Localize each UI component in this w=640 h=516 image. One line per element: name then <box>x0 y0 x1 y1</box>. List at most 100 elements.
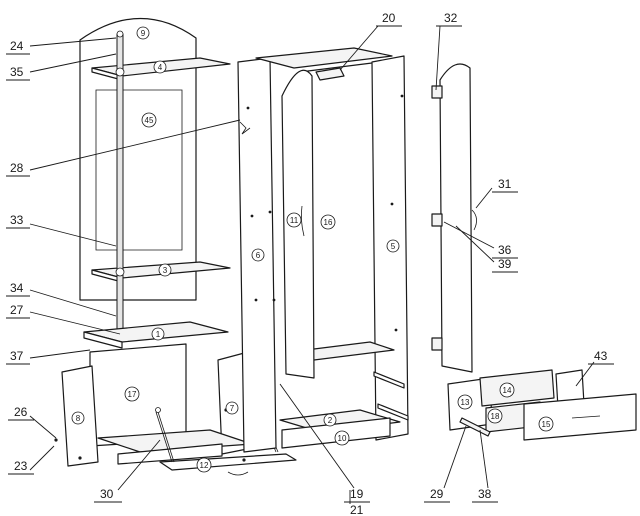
base-plinth <box>159 453 297 471</box>
part-label-12: 12 <box>196 457 212 473</box>
drawer-runner-bottom <box>377 403 409 421</box>
callout-34: 34 <box>6 281 30 297</box>
svg-text:8: 8 <box>76 414 81 423</box>
part-label-11: 11 <box>286 212 302 228</box>
pin-ws-5 <box>272 298 276 302</box>
svg-text:1: 1 <box>156 330 161 339</box>
wardrobe-rail <box>315 67 345 81</box>
callout-37: 37 <box>6 349 30 365</box>
svg-text:37: 37 <box>10 349 24 363</box>
svg-text:33: 33 <box>10 213 24 227</box>
svg-text:18: 18 <box>491 412 500 421</box>
svg-text:2: 2 <box>328 416 333 425</box>
callout-27: 27 <box>6 303 30 319</box>
drawer-back <box>479 369 555 407</box>
right-door-handle <box>471 209 477 231</box>
callout-31: 31 <box>492 177 518 193</box>
svg-text:29: 29 <box>430 487 444 501</box>
leader-38 <box>479 429 489 489</box>
callout-28: 28 <box>6 161 30 177</box>
svg-text:15: 15 <box>542 420 551 429</box>
svg-text:11: 11 <box>290 216 299 225</box>
leader-31 <box>475 187 493 209</box>
svg-text:34: 34 <box>10 281 24 295</box>
svg-text:19: 19 <box>350 487 364 501</box>
callout-23: 23 <box>8 459 34 475</box>
part-label-3: 3 <box>158 263 172 277</box>
svg-text:31: 31 <box>498 177 512 191</box>
bracket-hardware <box>239 121 251 135</box>
pin-ws-7 <box>394 328 398 332</box>
rod-top-cap <box>116 30 124 38</box>
svg-text:13: 13 <box>461 398 470 407</box>
hinge-top <box>431 85 443 99</box>
mirror-outline <box>95 89 183 251</box>
drawer-runner-top <box>373 371 405 389</box>
svg-text:16: 16 <box>324 218 333 227</box>
part-label-2: 2 <box>323 413 337 427</box>
part-label-6: 6 <box>251 248 265 262</box>
part-label-9: 9 <box>136 26 150 40</box>
svg-text:36: 36 <box>498 243 512 257</box>
leader-43 <box>575 361 595 387</box>
part-label-14: 14 <box>499 382 515 398</box>
svg-text:30: 30 <box>100 487 114 501</box>
right-door <box>439 63 473 373</box>
pin-ws-1 <box>246 106 250 110</box>
part-label-45: 45 <box>141 112 157 128</box>
base-strut-left <box>155 411 173 463</box>
back-panel-arched <box>79 17 197 301</box>
callout-35: 35 <box>6 65 30 81</box>
leader-37 <box>29 349 91 359</box>
pin-ws-4 <box>268 210 272 214</box>
svg-text:5: 5 <box>391 242 396 251</box>
screw-base-2 <box>78 456 82 460</box>
svg-text:27: 27 <box>10 303 24 317</box>
drawer-runner-loose <box>459 417 491 437</box>
drawer-front-handle <box>571 415 601 419</box>
svg-text:14: 14 <box>503 386 512 395</box>
wardrobe-top-panel <box>255 47 393 69</box>
leader-26 <box>29 415 57 439</box>
svg-text:26: 26 <box>14 405 28 419</box>
pin-ws-2 <box>250 214 254 218</box>
svg-text:10: 10 <box>338 434 347 443</box>
svg-text:20: 20 <box>382 11 396 25</box>
part-label-5: 5 <box>386 239 400 253</box>
leader-27 <box>29 311 121 335</box>
part-label-18: 18 <box>487 408 503 424</box>
svg-text:4: 4 <box>158 63 163 72</box>
svg-text:32: 32 <box>444 11 458 25</box>
wardrobe-plinth <box>281 417 391 449</box>
callout-20: 20 <box>376 11 402 27</box>
part-label-10: 10 <box>334 430 350 446</box>
svg-text:17: 17 <box>128 390 137 399</box>
leader-36 <box>443 221 495 249</box>
rod-hook <box>115 67 125 77</box>
screw-base-4 <box>242 458 246 462</box>
screw-base-1 <box>54 438 58 442</box>
leader-32 <box>435 25 441 91</box>
pin-ws-8 <box>400 94 404 98</box>
callout-36: 36 <box>492 243 518 259</box>
callout-26: 26 <box>8 405 34 421</box>
leader-33 <box>29 223 117 247</box>
callout-21: 21 <box>350 503 364 516</box>
hinge-bottom <box>431 337 443 351</box>
callout-19: 19 <box>344 487 370 503</box>
leader-29 <box>443 425 467 489</box>
base-strut-left-b <box>157 411 175 463</box>
leader-28 <box>29 119 241 171</box>
pin-ws-6 <box>390 202 394 206</box>
svg-text:24: 24 <box>10 39 24 53</box>
callout-24: 24 <box>6 39 30 55</box>
leader-19 <box>279 383 355 489</box>
leader-20 <box>339 25 379 71</box>
svg-text:9: 9 <box>141 29 146 38</box>
svg-text:6: 6 <box>256 251 261 260</box>
part-label-16: 16 <box>320 214 336 230</box>
leader-39 <box>455 225 495 263</box>
part-label-17: 17 <box>124 386 140 402</box>
svg-text:38: 38 <box>478 487 492 501</box>
